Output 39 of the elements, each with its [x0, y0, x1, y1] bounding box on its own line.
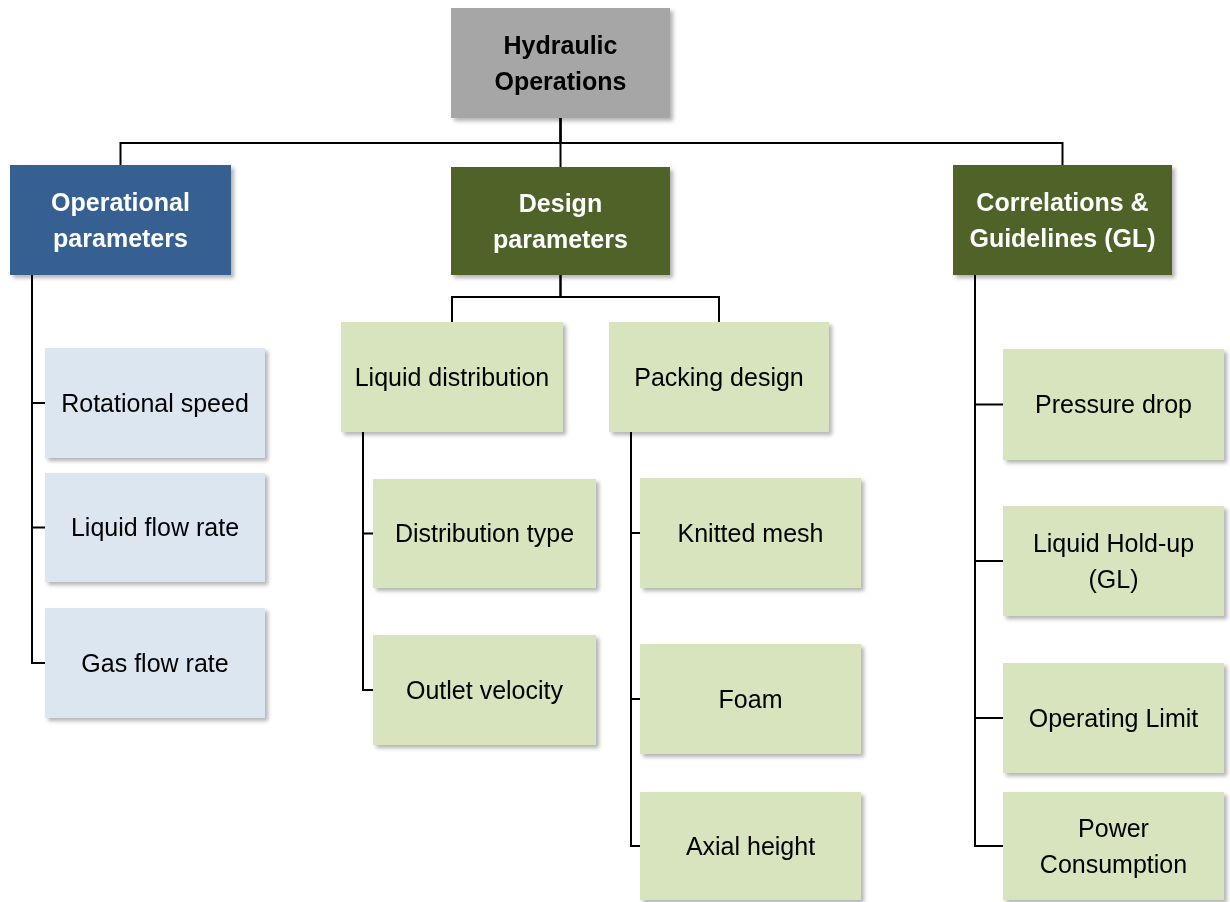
box-label: Pressure drop: [1035, 389, 1192, 421]
connector-line: [559, 274, 720, 323]
item-box: [373, 635, 596, 745]
category-box: [451, 167, 670, 275]
category-box: [10, 165, 231, 275]
box-label: Operational parameters: [50, 186, 191, 254]
box-label: Packing design: [634, 361, 804, 393]
item-box: [45, 608, 265, 718]
item-box: [1003, 792, 1224, 900]
item-box: [640, 792, 861, 900]
item-box: [373, 479, 596, 588]
box-label: Power Consumption: [1038, 812, 1189, 880]
category-box: [451, 8, 670, 118]
box-label: Liquid Hold-up (GL): [1031, 527, 1196, 595]
box-label: Operating Limit: [1028, 702, 1199, 734]
box-label: Distribution type: [394, 518, 575, 550]
box-label: Rotational speed: [61, 387, 249, 419]
item-box: [1003, 349, 1224, 460]
box-label: Foam: [718, 683, 783, 715]
item-box: [1003, 663, 1224, 773]
box-label: Gas flow rate: [81, 647, 229, 679]
box-label: Design parameters: [492, 187, 629, 255]
item-box: [45, 473, 265, 582]
box-label: Axial height: [685, 830, 816, 862]
item-box: [640, 644, 861, 754]
item-box: [341, 322, 563, 432]
box-label: Liquid distribution: [354, 361, 550, 393]
connector-line: [362, 431, 374, 691]
item-box: [45, 348, 265, 458]
category-box: [953, 165, 1172, 275]
box-label: Knitted mesh: [677, 517, 824, 549]
item-box: [609, 322, 829, 432]
item-box: [640, 478, 861, 588]
box-label: Hydraulic Operations: [493, 29, 628, 97]
connector-line: [559, 117, 1064, 166]
box-label: Outlet velocity: [406, 674, 563, 706]
box-label: Liquid flow rate: [70, 512, 240, 544]
box-label: Correlations & Guidelines (GL): [968, 186, 1157, 254]
item-box: [1003, 506, 1224, 616]
